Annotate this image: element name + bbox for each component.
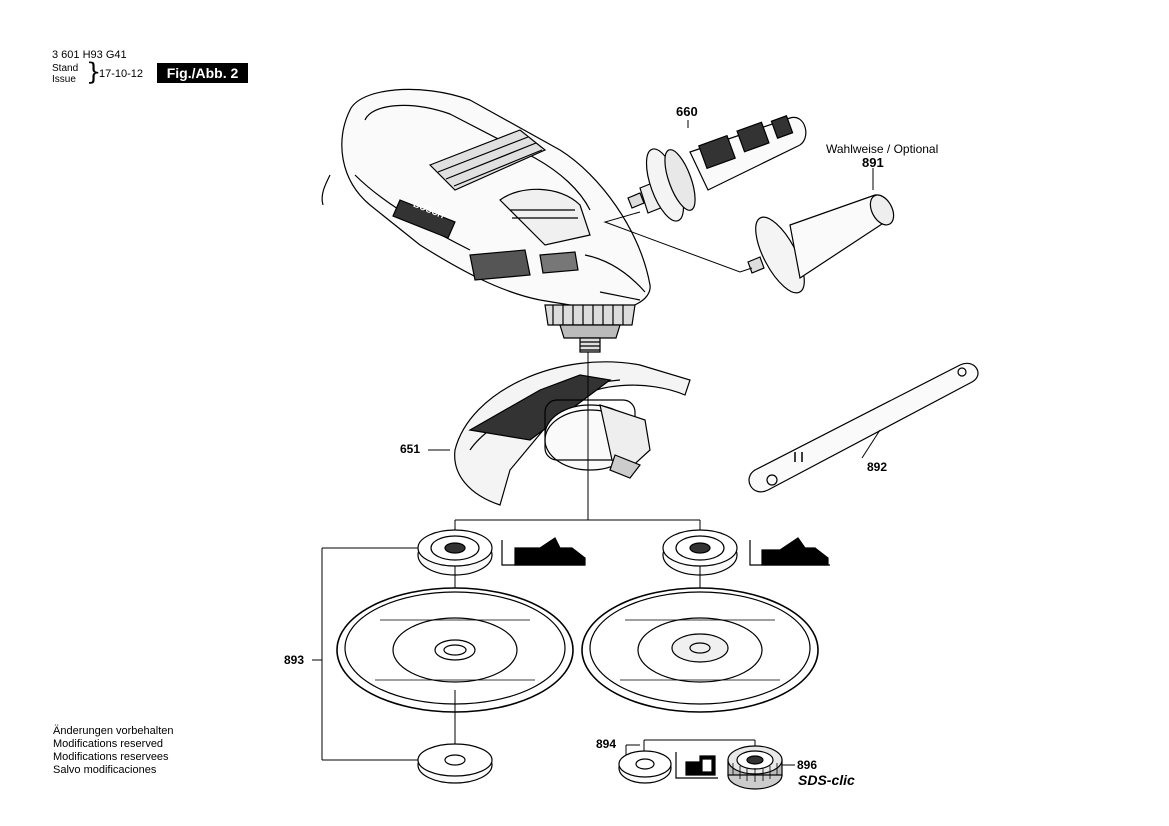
sds-clic-label: SDS-clic — [798, 772, 855, 788]
part-651-label: 651 — [400, 442, 421, 456]
part-660-label: 660 — [676, 104, 698, 119]
stand-issue-labels: Stand Issue — [52, 63, 78, 85]
sds-profile — [675, 752, 718, 779]
flange-profile-right — [749, 537, 830, 566]
part-893-label: 893 — [284, 653, 305, 667]
grinder-body: BOSCH — [321, 88, 651, 353]
brace-glyph: } — [86, 58, 102, 86]
figure-label: Fig./Abb. 2 — [157, 63, 248, 83]
optional-handle-891 — [747, 194, 895, 294]
notice-line-es: Salvo modificaciones — [53, 764, 157, 776]
wheel-guard-651 — [454, 361, 691, 506]
notice-line-de: Änderungen vorbehalten — [53, 725, 174, 737]
flange-profile-left — [501, 537, 586, 566]
part-896-label: 896 — [797, 758, 818, 772]
spanner-892 — [748, 362, 979, 493]
part-894-label: 894 — [596, 737, 617, 751]
notice-line-fr: Modifications reservees — [53, 751, 169, 763]
modifications-notice: Änderungen vorbehalten Modifications res… — [53, 725, 173, 777]
flange-right-top — [662, 520, 738, 610]
part-892-label: 892 — [867, 460, 888, 474]
issue-date: 17-10-12 — [99, 68, 144, 80]
flange-894 — [618, 750, 672, 784]
sds-clic-nut-896 — [727, 745, 783, 790]
flange-left-bottom — [417, 690, 493, 784]
notice-line-en: Modifications reserved — [53, 738, 164, 750]
disc-right — [581, 587, 819, 713]
side-handle-660 — [627, 115, 807, 222]
optional-label: Wahlweise / Optional — [826, 142, 939, 156]
part-891-label: 891 — [862, 155, 884, 170]
flange-left-top — [417, 520, 493, 610]
disc-left — [336, 587, 574, 713]
issue-label: Issue — [52, 74, 76, 85]
stand-label: Stand — [52, 63, 79, 74]
document-code: 3 601 H93 G41 — [52, 49, 127, 61]
